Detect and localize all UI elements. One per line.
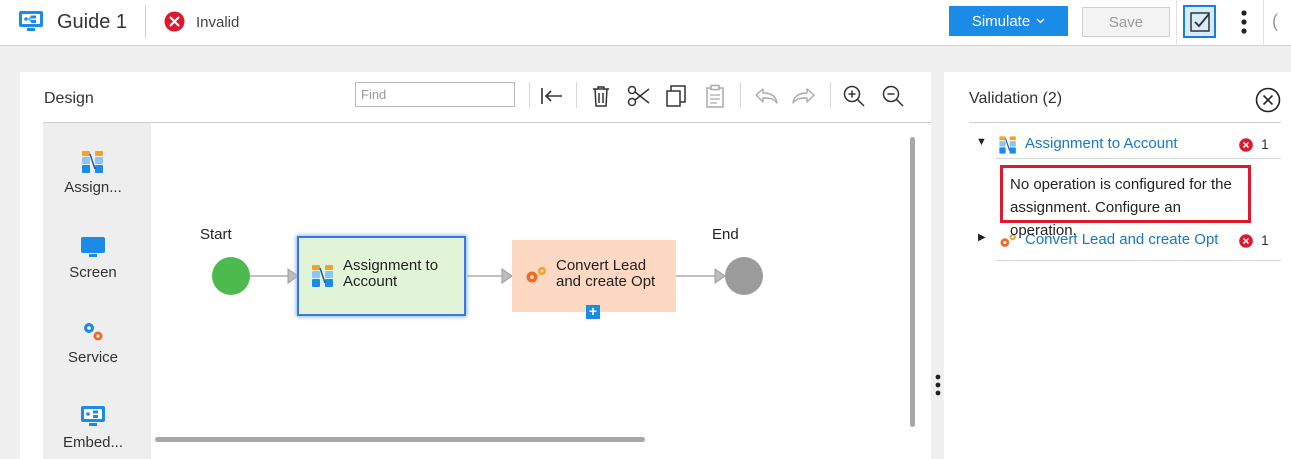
assignment-node-label: Assignment to Account xyxy=(343,258,438,290)
service-node[interactable]: Convert Lead and create Opt + xyxy=(512,240,676,319)
toolbar-divider xyxy=(576,82,577,108)
delete-button[interactable] xyxy=(587,82,615,110)
chevron-down-icon xyxy=(1036,18,1045,24)
design-panel: Design Assign... xyxy=(20,72,931,459)
gears-icon xyxy=(1000,233,1016,247)
row-divider xyxy=(996,158,1281,159)
screen-icon xyxy=(81,237,105,257)
simulate-label: Simulate xyxy=(971,12,1031,30)
paste-button[interactable] xyxy=(701,82,729,110)
validation-header-divider xyxy=(969,122,1281,123)
simulate-button[interactable]: Simulate xyxy=(949,6,1068,36)
design-canvas[interactable]: Start Assignment to Account Convert Lead… xyxy=(151,123,931,459)
copy-icon xyxy=(666,85,686,107)
error-circle-icon xyxy=(164,11,185,32)
start-label: Start xyxy=(200,226,232,243)
cut-button[interactable] xyxy=(625,82,653,110)
gears-icon xyxy=(84,323,103,341)
toolbar-divider xyxy=(529,82,530,108)
gears-icon xyxy=(526,267,546,283)
redo-icon xyxy=(792,88,815,104)
validation-item[interactable]: ▶ Convert Lead and create Opt 1 xyxy=(976,230,1281,254)
palette-item-service[interactable]: Service xyxy=(43,319,143,366)
end-node[interactable] xyxy=(725,257,763,295)
validation-item-link[interactable]: Assignment to Account xyxy=(1025,135,1178,152)
step-palette: Assign... Screen Service Embed... xyxy=(43,123,168,459)
save-button[interactable]: Save xyxy=(1082,7,1170,37)
divider xyxy=(1263,0,1264,46)
palette-label: Service xyxy=(67,349,119,366)
palette-label: Embed... xyxy=(62,434,124,451)
end-label: End xyxy=(712,226,739,243)
node-label-line: and create Opt xyxy=(556,273,656,290)
flow-connectors xyxy=(250,268,726,284)
assignment-node[interactable]: Assignment to Account xyxy=(297,236,466,316)
status-badge: Invalid xyxy=(196,14,240,31)
caret-right-icon[interactable]: ▶ xyxy=(978,232,986,243)
fit-to-start-button[interactable] xyxy=(538,82,566,110)
design-header-divider xyxy=(43,122,931,123)
error-circle-icon xyxy=(1239,234,1253,248)
panel-splitter-handle[interactable] xyxy=(935,374,941,398)
canvas-horizontal-scrollbar[interactable] xyxy=(155,437,645,442)
palette-item-assignment[interactable]: Assign... xyxy=(43,149,143,196)
trash-icon xyxy=(593,86,609,107)
embed-guide-icon xyxy=(81,406,105,426)
top-bar: Guide 1 Invalid Simulate Save ( xyxy=(0,0,1291,46)
checkbox-icon xyxy=(1189,11,1210,32)
connector-assign-convert xyxy=(467,268,513,284)
page-title: Guide 1 xyxy=(57,11,128,33)
start-node[interactable] xyxy=(212,257,250,295)
close-icon[interactable] xyxy=(1255,87,1281,113)
redo-button[interactable] xyxy=(790,82,818,110)
caret-down-icon[interactable]: ▼ xyxy=(976,136,987,148)
toolbar-divider xyxy=(830,82,831,108)
palette-item-screen[interactable]: Screen xyxy=(43,234,143,281)
validation-message: No operation is configured for the assig… xyxy=(1000,165,1251,239)
guide-icon xyxy=(19,11,43,31)
palette-item-embed[interactable]: Embed... xyxy=(43,404,143,451)
service-node-label: Convert Lead and create Opt xyxy=(556,258,655,290)
palette-label: Assign... xyxy=(64,179,122,196)
arrow-to-left-icon xyxy=(541,88,562,104)
error-count: 1 xyxy=(1261,136,1269,152)
node-label-line: Assignment to xyxy=(343,257,439,274)
copy-button[interactable] xyxy=(662,82,690,110)
assignment-icon xyxy=(999,136,1016,154)
vertical-dots-icon[interactable] xyxy=(1234,8,1254,36)
zoom-out-icon xyxy=(882,85,904,107)
assignment-icon xyxy=(82,151,103,173)
zoom-out-button[interactable] xyxy=(879,82,907,110)
divider xyxy=(145,6,146,38)
cut-off-text: ( xyxy=(1272,11,1278,31)
validation-item-link[interactable]: Convert Lead and create Opt xyxy=(1025,231,1219,248)
connector-start-assign xyxy=(250,268,299,284)
scissors-icon xyxy=(627,85,650,107)
add-step-button[interactable]: + xyxy=(586,304,600,319)
row-divider xyxy=(996,260,1281,261)
zoom-in-button[interactable] xyxy=(840,82,868,110)
divider xyxy=(1176,0,1177,46)
validation-panel: Validation (2) ▼ Assignment to Account 1… xyxy=(944,72,1291,459)
validate-toggle-button[interactable] xyxy=(1183,5,1216,38)
undo-icon xyxy=(755,88,778,104)
toolbar-divider xyxy=(740,82,741,108)
connector-convert-end xyxy=(676,268,726,284)
assignment-icon xyxy=(312,265,333,287)
message-line: assignment. Configure an operation. xyxy=(1010,199,1181,239)
error-count: 1 xyxy=(1261,232,1269,248)
node-label-line: Account xyxy=(343,273,398,290)
error-circle-icon xyxy=(1239,138,1253,152)
validation-item[interactable]: ▼ Assignment to Account 1 xyxy=(976,134,1281,158)
find-input[interactable] xyxy=(355,82,515,107)
undo-button[interactable] xyxy=(752,82,780,110)
palette-label: Screen xyxy=(69,264,117,281)
message-line: No operation is configured for the xyxy=(1010,176,1232,193)
node-label-line: Convert Lead xyxy=(556,257,647,274)
zoom-in-icon xyxy=(843,85,865,107)
canvas-vertical-scrollbar[interactable] xyxy=(910,137,915,427)
validation-panel-title: Validation (2) xyxy=(969,90,1063,107)
design-panel-title: Design xyxy=(44,90,94,107)
clipboard-icon xyxy=(706,84,724,108)
